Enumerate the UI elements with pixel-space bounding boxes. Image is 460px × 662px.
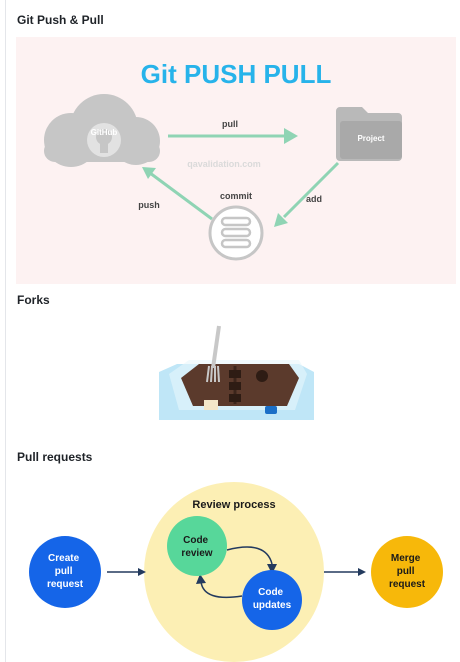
push-arrowhead — [142, 167, 156, 179]
add-arrowhead — [274, 213, 288, 227]
pull-request-diagram: Review process Create pull request Code … — [29, 482, 443, 662]
git-push-pull-diagram: Git PUSH PULL GitHub Project pull add pu… — [16, 37, 456, 284]
section-heading-git-push-pull: Git Push & Pull — [17, 13, 104, 27]
pull-label: pull — [222, 119, 238, 129]
fork-handle-icon — [211, 325, 221, 369]
code-review-node — [167, 516, 227, 576]
create-pull-request-label: Create pull request — [47, 553, 84, 590]
commit-database-icon — [208, 205, 264, 261]
commit-label: commit — [220, 191, 252, 201]
code-updates-label: Code updates — [253, 587, 292, 611]
section-heading-pull-requests: Pull requests — [17, 450, 93, 464]
create-pull-request-node — [29, 536, 101, 608]
add-arrow — [282, 161, 340, 219]
merge-pull-request-label: Merge pull request — [389, 553, 426, 590]
box-slot-1 — [229, 370, 241, 378]
arrow-review-to-updates — [226, 546, 273, 565]
pull-arrowhead — [284, 128, 298, 144]
add-label: add — [306, 194, 322, 204]
fork-tines-icon — [206, 365, 220, 383]
diagram-title: Git PUSH PULL — [141, 59, 332, 89]
arrow-updates-to-review — [200, 581, 243, 599]
code-review-label: Code review — [181, 535, 212, 559]
diagram-arrows — [142, 128, 340, 227]
flow-arrows — [107, 546, 366, 599]
box-logo-icon — [256, 370, 268, 382]
box-slot-2 — [229, 382, 241, 390]
project-folder-icon — [336, 107, 402, 161]
blue-tag — [265, 406, 277, 414]
push-label: push — [138, 200, 160, 210]
merge-pull-request-node — [371, 536, 443, 608]
code-updates-node — [242, 570, 302, 630]
forks-illustration — [159, 325, 314, 420]
box-slot-3 — [229, 394, 241, 402]
github-label: GitHub — [91, 128, 118, 137]
content-left-border — [5, 0, 6, 662]
light-glow — [204, 400, 218, 410]
project-label: Project — [357, 134, 384, 143]
watermark-text: qavalidation.com — [187, 159, 261, 169]
review-process-title: Review process — [192, 499, 275, 511]
push-arrow — [149, 171, 213, 221]
section-heading-forks: Forks — [17, 293, 50, 307]
github-cloud-icon — [44, 94, 160, 167]
